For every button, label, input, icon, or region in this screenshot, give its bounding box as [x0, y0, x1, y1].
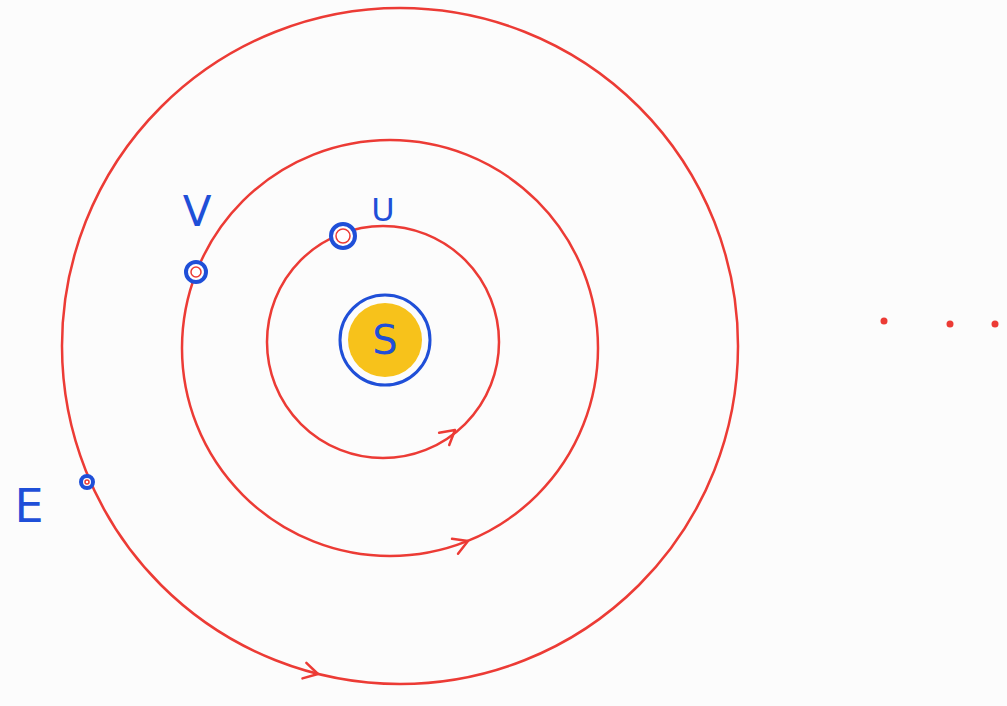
planet-label: V [183, 191, 212, 233]
inner-orbit [267, 226, 499, 458]
planet-core [191, 267, 201, 277]
planet-label: U [371, 194, 394, 226]
planet-label: E [14, 483, 43, 529]
middle-orbit [182, 140, 598, 556]
planet-outline [186, 262, 206, 282]
node-outline [78, 473, 96, 491]
node-outline [328, 221, 358, 251]
planet-circle: E [78, 473, 96, 491]
orbit-arrowhead [439, 430, 455, 445]
outer-orbit [62, 8, 738, 684]
planet-core [85, 480, 89, 484]
sun-fill [348, 303, 422, 377]
sun-outline [340, 295, 430, 385]
direction-arrows [302, 430, 468, 678]
planet-outline [81, 476, 93, 488]
planet-outline [331, 224, 355, 248]
node-outline [183, 259, 209, 285]
sun-label: S [372, 320, 397, 360]
sun-circle: S [338, 293, 432, 387]
continuation-dot [992, 321, 999, 328]
orbit-arrowhead [302, 663, 318, 679]
planet-core [336, 229, 350, 243]
planet-circle: U [328, 221, 358, 251]
orbit-arrowhead [452, 539, 468, 554]
continuation-dot [947, 321, 954, 328]
continuation-dot [881, 318, 888, 325]
planet-circle: V [183, 259, 209, 285]
